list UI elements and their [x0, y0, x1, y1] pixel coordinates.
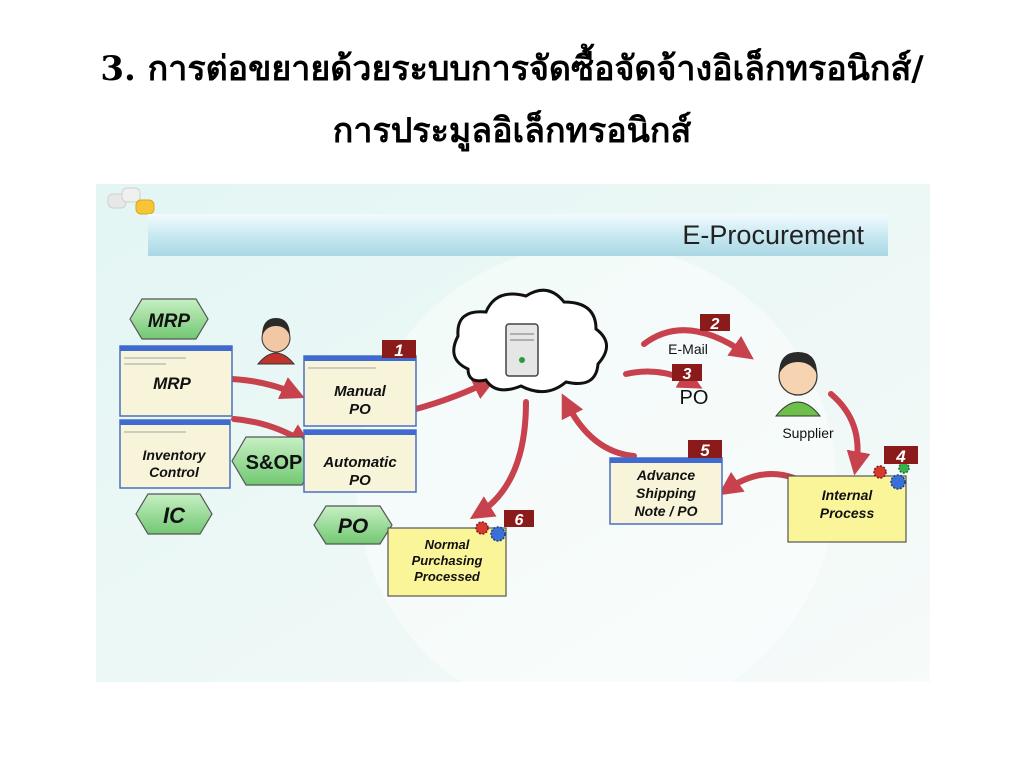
note-internal-process: Internal Process	[787, 475, 907, 543]
hexagon-po: PO	[313, 505, 393, 545]
arrow-server-to-normal	[469, 399, 529, 520]
svg-text:PO: PO	[349, 472, 371, 489]
svg-text:3: 3	[683, 366, 692, 383]
window-mrp: MRP	[119, 345, 233, 417]
email-label: E-Mail	[668, 341, 708, 357]
svg-text:1: 1	[394, 341, 403, 360]
svg-text:6: 6	[515, 512, 524, 529]
badge-1: 1	[382, 340, 416, 360]
svg-text:Internal: Internal	[822, 487, 874, 503]
supplier-label: Supplier	[782, 425, 834, 441]
window-automatic-po: Automatic PO	[303, 429, 417, 493]
svg-text:Automatic: Automatic	[322, 454, 397, 471]
hexagon-ic: IC	[135, 493, 213, 535]
note-normal-purchasing: Normal Purchasing Processed	[387, 527, 507, 597]
po-label: PO	[680, 387, 709, 409]
supplier-user-icon	[774, 352, 822, 417]
badge-5: 5	[688, 440, 722, 460]
svg-text:Note / PO: Note / PO	[634, 503, 697, 519]
svg-text:Control: Control	[149, 464, 200, 480]
svg-text:PO: PO	[349, 401, 371, 418]
svg-text:Processed: Processed	[414, 569, 481, 584]
svg-text:S&OP: S&OP	[246, 452, 303, 474]
badge-3: 3	[672, 364, 702, 383]
badge-4: 4	[884, 446, 918, 466]
svg-text:Inventory: Inventory	[142, 447, 206, 463]
svg-text:2: 2	[710, 316, 720, 333]
svg-text:IC: IC	[163, 503, 186, 528]
diagram-header: E-Procurement	[682, 220, 864, 250]
svg-text:Manual: Manual	[334, 383, 387, 400]
svg-text:4: 4	[895, 447, 906, 466]
svg-text:Shipping: Shipping	[636, 485, 696, 501]
cloud-server-icon	[452, 288, 608, 394]
badge-2: 2	[700, 314, 730, 333]
svg-text:Purchasing: Purchasing	[412, 553, 483, 568]
arrow-supplier-to-internal	[828, 391, 871, 476]
window-inventory-control: Inventory Control	[119, 419, 231, 489]
arrow-asn-to-server	[561, 393, 637, 459]
badge-6: 6	[504, 510, 534, 529]
diagram-background	[96, 184, 930, 682]
svg-text:MRP: MRP	[153, 374, 191, 393]
window-manual-po: Manual PO	[303, 355, 417, 427]
buyer-user-icon	[256, 318, 296, 365]
gears-icon-internal	[873, 462, 910, 490]
gears-icon-normal	[475, 521, 506, 542]
svg-text:5: 5	[700, 441, 710, 460]
window-advance-shipping-note: Advance Shipping Note / PO	[609, 457, 723, 525]
svg-text:Advance: Advance	[636, 467, 696, 483]
svg-text:PO: PO	[338, 515, 368, 538]
title-line-1: 3. การต่อขยายด้วยระบบการจัดซื้อจัดจ้างอิ…	[100, 49, 924, 89]
svg-text:Process: Process	[820, 505, 875, 521]
svg-text:Normal: Normal	[425, 537, 470, 552]
title-line-2: การประมูลอิเล็กทรอนิกส์	[332, 111, 692, 151]
slide-title: 3. การต่อขยายด้วยระบบการจัดซื้อจัดจ้างอิ…	[0, 38, 1024, 162]
header-bar	[148, 214, 888, 256]
hexagon-mrp: MRP	[129, 298, 209, 340]
svg-text:MRP: MRP	[148, 311, 191, 332]
logo-cubes-icon	[107, 187, 155, 215]
e-procurement-diagram: E-Procurement MRP S&OP IC PO MRP	[96, 184, 930, 682]
arrow-email-to-supplier	[641, 327, 754, 360]
